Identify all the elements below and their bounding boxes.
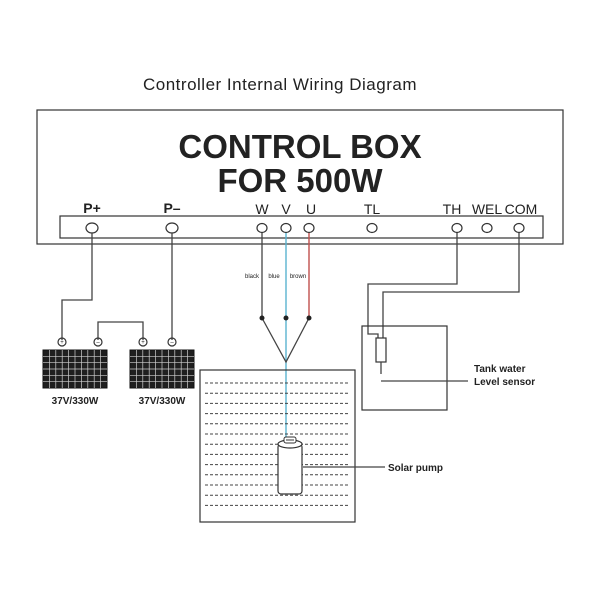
terminal-label-com: COM <box>505 201 538 217</box>
terminal-label-tl: TL <box>364 201 381 217</box>
control-box-title: CONTROL BOX <box>178 128 421 165</box>
terminal-label-w: W <box>255 201 269 217</box>
terminal-screw-w <box>256 222 268 234</box>
panel-1-rating: 37V/330W <box>52 396 99 407</box>
solar-panel-2 <box>129 349 195 389</box>
terminal-label-th: TH <box>443 201 462 217</box>
panel-2-terminals: + – <box>138 337 177 347</box>
diagram-title: Controller Internal Wiring Diagram <box>143 75 417 94</box>
terminal-screw-wel <box>481 222 493 234</box>
terminal-label-p-minus: P– <box>163 200 180 216</box>
wire-series-link <box>97 321 144 340</box>
sensor-label-line2: Level sensor <box>474 377 535 388</box>
terminal-screw-u <box>303 222 315 234</box>
terminal-label-p-plus: P+ <box>83 200 101 216</box>
panel-2-plus-sign: + <box>141 340 145 346</box>
panel-1-plus-terminal <box>57 337 67 347</box>
terminal-screw-p-minus <box>165 222 179 234</box>
terminal-screw-p-plus <box>85 222 99 234</box>
tank-water-level-sensor-box <box>361 325 448 411</box>
wire-p-plus <box>61 233 93 340</box>
wire-com <box>382 233 520 338</box>
panel-2-minus-terminal <box>167 337 177 347</box>
junction-dot-u <box>306 315 312 321</box>
wire-junction <box>261 317 310 364</box>
wire-th <box>367 233 458 345</box>
wire-label-blue: blue <box>268 274 280 280</box>
terminal-screws <box>85 222 525 234</box>
terminal-label-v: V <box>281 201 291 217</box>
control-box <box>36 109 564 245</box>
terminal-screw-th <box>451 222 463 234</box>
terminal-screw-tl <box>366 222 378 234</box>
panel-2-minus-sign: – <box>170 340 174 346</box>
sensor-label-line1: Tank water <box>474 364 526 375</box>
panel-1-minus-terminal <box>93 337 103 347</box>
panel-1-terminals: + – <box>57 337 103 347</box>
terminal-screw-com <box>513 222 525 234</box>
panel-1-minus-sign: – <box>96 340 100 346</box>
junction-dot-w <box>259 315 265 321</box>
terminal-screw-v <box>280 222 292 234</box>
solar-panel-1 <box>42 349 108 389</box>
terminal-label-u: U <box>306 201 316 217</box>
terminal-strip <box>59 215 544 239</box>
panel-2-rating: 37V/330W <box>139 396 186 407</box>
control-box-subtitle: FOR 500W <box>217 162 383 199</box>
wire-label-brown: brown <box>290 274 306 280</box>
water-tank <box>199 369 356 523</box>
panel-1-plus-sign: + <box>60 340 64 346</box>
solar-pump <box>277 436 303 495</box>
panel-2-plus-terminal <box>138 337 148 347</box>
terminal-label-wel: WEL <box>472 201 503 217</box>
wire-label-black: black <box>245 274 260 280</box>
junction-dot-v <box>283 315 289 321</box>
level-sensor-probe <box>375 337 387 363</box>
pump-label: Solar pump <box>388 463 443 474</box>
